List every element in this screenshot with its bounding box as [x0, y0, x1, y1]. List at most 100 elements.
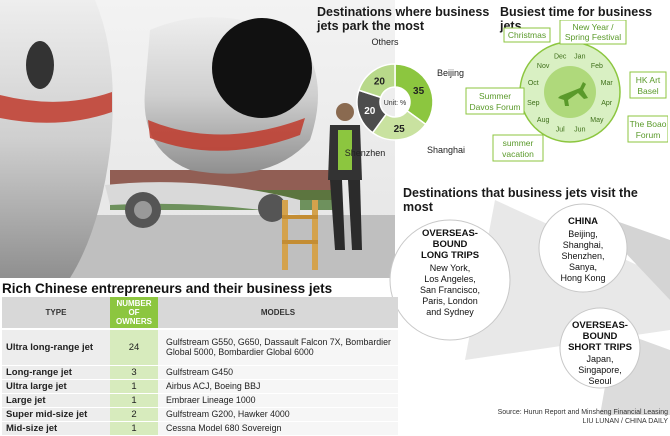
cell-owners: 2 — [110, 407, 158, 422]
svg-text:Los Angeles,: Los Angeles, — [424, 274, 476, 284]
svg-text:OVERSEAS-: OVERSEAS- — [422, 228, 478, 239]
cell-owners: 3 — [110, 365, 158, 380]
svg-text:summer: summer — [503, 138, 534, 148]
month-label: Nov — [537, 63, 550, 70]
svg-text:BOUND: BOUND — [583, 331, 618, 342]
svg-text:Japan,: Japan, — [586, 354, 613, 364]
annotation-artbasel: HK Art Basel — [629, 71, 667, 99]
christmas-label: Christmas — [508, 30, 546, 40]
month-label: May — [590, 117, 604, 124]
cell-owners: 1 — [110, 393, 158, 408]
bubble-long-trips: OVERSEAS- BOUND LONG TRIPS New York, Los… — [389, 219, 511, 341]
month-label: Mar — [601, 80, 614, 87]
source-credit: Source: Hurun Report and Minsheng Financ… — [470, 409, 668, 426]
cell-type: Mid-size jet — [2, 421, 110, 436]
donut-value-label: 35 — [413, 86, 425, 97]
table-row: Ultra large jet 1 Airbus ACJ, Boeing BBJ — [2, 379, 398, 394]
svg-text:Shanghai,: Shanghai, — [563, 240, 604, 250]
donut-category-label: Shenzhen — [345, 148, 385, 158]
cell-models: Cessna Model 680 Sovereign — [158, 421, 398, 436]
column-header-models: MODELS — [158, 297, 398, 330]
cell-models: Gulfstream G450 — [158, 365, 398, 380]
source-text: Source: Hurun Report and Minsheng Financ… — [497, 409, 668, 416]
svg-text:LONG TRIPS: LONG TRIPS — [421, 250, 479, 261]
svg-text:BOUND: BOUND — [433, 239, 468, 250]
cell-owners: 24 — [110, 329, 158, 366]
svg-text:vacation: vacation — [502, 149, 534, 159]
bubble-short-trips: OVERSEAS- BOUND SHORT TRIPS Japan, Singa… — [559, 307, 641, 389]
credit-text: LIU LUNAN / CHINA DAILY — [582, 417, 668, 425]
svg-text:Forum: Forum — [636, 130, 661, 140]
cell-type: Super mid-size jet — [2, 407, 110, 422]
column-header-owners: NUMBER OF OWNERS — [110, 297, 158, 330]
svg-text:Hong Kong: Hong Kong — [560, 273, 605, 283]
svg-text:Summer: Summer — [479, 91, 511, 101]
svg-text:Sanya,: Sanya, — [569, 262, 597, 272]
donut-slice-others — [357, 63, 396, 99]
jets-table: TYPE NUMBER OF OWNERS MODELS Ultra long-… — [2, 297, 398, 436]
month-label: Feb — [591, 63, 603, 70]
cell-owners: 1 — [110, 421, 158, 436]
svg-text:Seoul: Seoul — [588, 376, 611, 386]
month-label: Aug — [537, 117, 550, 124]
donut-chart-title: Destinations where business jets park th… — [317, 5, 490, 33]
annotation-boao: The Boao Forum — [627, 115, 668, 143]
annotation-summer-vacation: summer vacation — [492, 134, 544, 162]
donut-category-label: Others — [371, 37, 399, 47]
table-row: Ultra long-range jet 24 Gulfstream G550,… — [2, 329, 398, 366]
svg-text:Paris, London: Paris, London — [422, 296, 478, 306]
month-label: Jun — [574, 127, 585, 134]
month-label: Oct — [528, 80, 539, 87]
svg-text:New Year /: New Year / — [572, 22, 614, 32]
china-heading: CHINA — [568, 216, 598, 227]
cell-models: Gulfstream G550, G650, Dassault Falcon 7… — [158, 329, 398, 366]
donut-category-label: Beijing — [437, 68, 464, 78]
svg-text:SHORT TRIPS: SHORT TRIPS — [568, 342, 632, 353]
cell-type: Large jet — [2, 393, 110, 408]
table-row: Mid-size jet 1 Cessna Model 680 Sovereig… — [2, 421, 398, 436]
table-row: Super mid-size jet 2 Gulfstream G200, Ha… — [2, 407, 398, 422]
table-row: Large jet 1 Embraer Lineage 1000 — [2, 393, 398, 408]
donut-center-label: Unit: % — [384, 100, 407, 107]
svg-text:HK Art: HK Art — [636, 75, 661, 85]
month-label: Apr — [601, 100, 613, 107]
bubble-china: CHINA Beijing, Shanghai, Shenzhen, Sanya… — [538, 203, 628, 293]
svg-text:New York,: New York, — [430, 263, 471, 273]
cell-type: Ultra large jet — [2, 379, 110, 394]
svg-text:Basel: Basel — [637, 86, 658, 96]
svg-text:OVERSEAS-: OVERSEAS- — [572, 320, 628, 331]
table-title: Rich Chinese entrepreneurs and their bus… — [2, 281, 333, 296]
jet-photo — [0, 0, 395, 278]
cell-type: Ultra long-range jet — [2, 329, 110, 366]
month-label: Jul — [556, 127, 565, 134]
annotation-newyear: New Year / Spring Festival — [559, 20, 627, 45]
cell-models: Embraer Lineage 1000 — [158, 393, 398, 408]
svg-text:San Francisco,: San Francisco, — [420, 285, 480, 295]
month-label: Jan — [574, 53, 585, 60]
svg-text:Beijing,: Beijing, — [568, 229, 598, 239]
annotation-davos: Summer Davos Forum — [465, 87, 525, 115]
cell-models: Gulfstream G200, Hawker 4000 — [158, 407, 398, 422]
svg-text:and Sydney: and Sydney — [426, 307, 474, 317]
svg-text:Shenzhen,: Shenzhen, — [561, 251, 604, 261]
annotation-christmas: Christmas — [503, 27, 551, 43]
table-row: Long-range jet 3 Gulfstream G450 — [2, 365, 398, 380]
donut-value-label: 20 — [364, 106, 376, 117]
destinations-bubbles: OVERSEAS- BOUND LONG TRIPS New York, Los… — [389, 200, 670, 415]
donut-slice-beijing — [394, 63, 434, 126]
month-label: Dec — [554, 53, 567, 60]
svg-text:Singapore,: Singapore, — [578, 365, 622, 375]
donut-value-label: 20 — [374, 77, 386, 88]
airplane-icon — [558, 82, 588, 106]
month-label: Sep — [527, 100, 540, 107]
svg-text:Spring Festival: Spring Festival — [565, 32, 621, 42]
destinations-title: Destinations that business jets visit th… — [403, 186, 638, 214]
svg-text:The Boao: The Boao — [630, 119, 667, 129]
cell-owners: 1 — [110, 379, 158, 394]
column-header-type: TYPE — [2, 297, 110, 330]
busiest-time-annotations-left: Summer Davos Forum summer vacation — [465, 87, 544, 162]
donut-value-label: 25 — [394, 124, 406, 135]
cell-models: Airbus ACJ, Boeing BBJ — [158, 379, 398, 394]
